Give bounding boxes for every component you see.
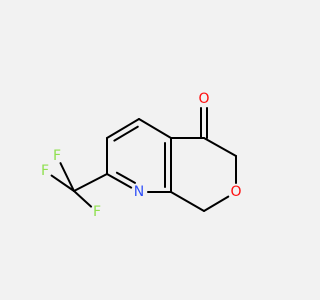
- bond-c5-c6: [203, 137, 237, 157]
- nitrogen-label: N: [134, 184, 144, 200]
- fluorine-left-label: F: [41, 163, 49, 179]
- bond-c2-n1: [106, 173, 133, 189]
- bond-layer: [50, 107, 237, 212]
- bond-c8-c8a: [170, 191, 205, 212]
- bond-cf3-f-bottom: [73, 190, 93, 208]
- bond-cf3-f-top: [59, 162, 75, 192]
- oxygen-ring-label: O: [230, 184, 241, 200]
- oxygen-carbonyl-label: O: [198, 91, 209, 107]
- bond-c4-c3-inner: [113, 125, 139, 142]
- bond-c4a-c4: [138, 118, 172, 139]
- fluorine-bottom-label: F: [93, 204, 101, 220]
- bond-c2-cf3: [73, 173, 108, 192]
- bond-c2-n1-inner: [115, 171, 136, 184]
- bond-cf3-f-left: [50, 174, 75, 192]
- bond-c4-c3: [106, 118, 140, 139]
- fluorine-top-label: F: [53, 148, 61, 164]
- bond-oring-c8: [203, 195, 230, 212]
